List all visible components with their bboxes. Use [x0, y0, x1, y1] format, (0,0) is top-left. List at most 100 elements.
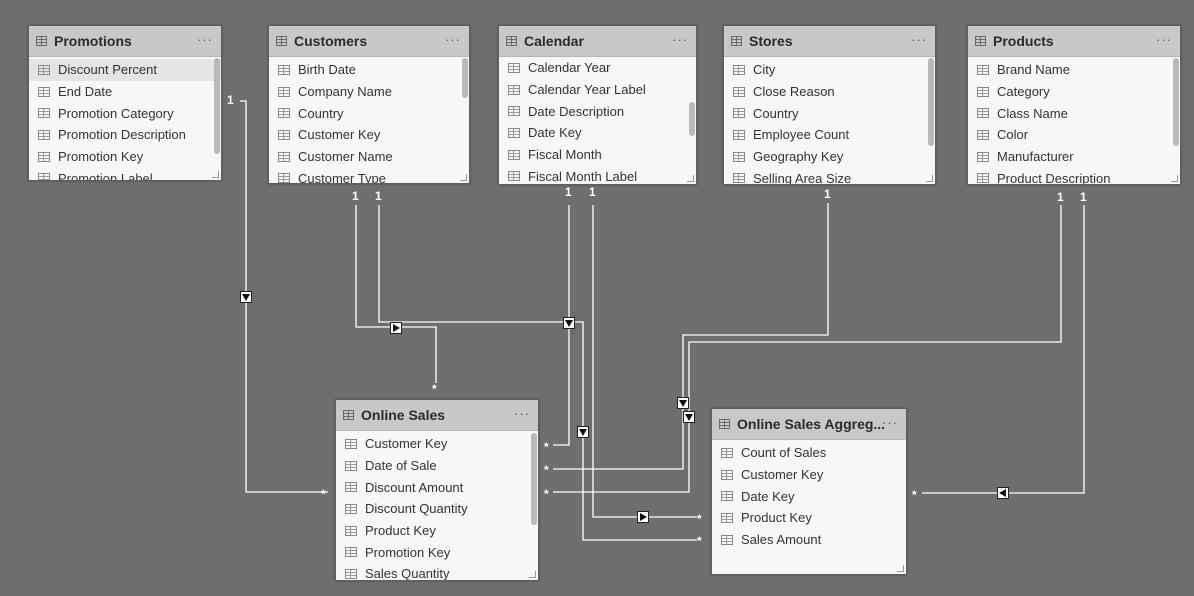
resize-handle[interactable]: [529, 571, 536, 578]
more-options-button[interactable]: ···: [672, 32, 688, 47]
column-label: Promotion Category: [58, 105, 174, 121]
column-label: Customer Type: [298, 170, 386, 184]
more-options-button[interactable]: ···: [445, 32, 461, 47]
more-options-button[interactable]: ···: [911, 32, 927, 47]
table-promotions[interactable]: Promotions ··· Discount Percent End Date…: [28, 25, 222, 181]
scrollbar[interactable]: [531, 433, 537, 525]
column-list[interactable]: Calendar Year Calendar Year Label Date D…: [499, 57, 696, 184]
column-item[interactable]: Count of Sales: [712, 442, 906, 464]
column-item[interactable]: Discount Percent: [29, 59, 221, 81]
table-online-sales[interactable]: Online Sales ··· Customer Key Date of Sa…: [335, 399, 539, 581]
more-options-button[interactable]: ···: [197, 32, 213, 47]
cardinality-one-label: 1: [352, 189, 359, 203]
table-stores[interactable]: Stores ··· City Close Reason Country Emp…: [723, 25, 936, 185]
arrow-right-icon[interactable]: [637, 511, 649, 523]
column-item[interactable]: Sales Quantity: [336, 563, 538, 580]
column-item[interactable]: Date Key: [499, 122, 696, 144]
column-item[interactable]: End Date: [29, 81, 221, 103]
column-item[interactable]: Company Name: [269, 81, 469, 103]
arrow-down-icon[interactable]: [577, 426, 589, 438]
column-item[interactable]: Promotion Key: [29, 146, 221, 168]
column-item[interactable]: Manufacturer: [968, 146, 1180, 168]
column-item[interactable]: Date Description: [499, 100, 696, 122]
column-item[interactable]: Employee Count: [724, 124, 935, 146]
column-label: Promotion Key: [365, 544, 451, 560]
arrow-down-icon[interactable]: [683, 411, 695, 423]
column-item[interactable]: Product Description: [968, 167, 1180, 184]
column-item[interactable]: Selling Area Size: [724, 167, 935, 184]
column-item[interactable]: Calendar Year Label: [499, 79, 696, 101]
column-item[interactable]: Date of Sale: [336, 455, 538, 477]
table-header[interactable]: Promotions ···: [29, 26, 221, 57]
table-header[interactable]: Online Sales Aggreg... ···: [712, 409, 906, 440]
column-item[interactable]: Brand Name: [968, 59, 1180, 81]
table-customers[interactable]: Customers ··· Birth Date Company Name Co…: [268, 25, 470, 184]
column-label: Customer Name: [298, 149, 393, 165]
column-list[interactable]: Customer Key Date of Sale Discount Amoun…: [336, 431, 538, 580]
table-products[interactable]: Products ··· Brand Name Category Class N…: [967, 25, 1181, 185]
arrow-down-icon[interactable]: [563, 317, 575, 329]
cardinality-many-label: *: [697, 534, 702, 548]
column-item[interactable]: Discount Quantity: [336, 498, 538, 520]
table-calendar[interactable]: Calendar ··· Calendar Year Calendar Year…: [498, 25, 697, 185]
column-item[interactable]: Category: [968, 81, 1180, 103]
scrollbar[interactable]: [689, 102, 695, 136]
more-options-button[interactable]: ···: [514, 406, 530, 421]
column-item[interactable]: Calendar Year: [499, 57, 696, 79]
table-header[interactable]: Customers ···: [269, 26, 469, 57]
scrollbar[interactable]: [928, 58, 934, 146]
table-header[interactable]: Calendar ···: [499, 26, 696, 57]
column-item[interactable]: Date Key: [712, 485, 906, 507]
column-item[interactable]: Close Reason: [724, 81, 935, 103]
column-list[interactable]: City Close Reason Country Employee Count…: [724, 57, 935, 184]
column-label: Date Key: [528, 125, 582, 141]
resize-handle[interactable]: [212, 171, 219, 178]
column-item[interactable]: Class Name: [968, 102, 1180, 124]
column-label: Company Name: [298, 84, 392, 100]
scrollbar[interactable]: [1173, 58, 1179, 146]
table-header[interactable]: Stores ···: [724, 26, 935, 57]
resize-handle[interactable]: [1171, 175, 1178, 182]
column-item[interactable]: Fiscal Month: [499, 144, 696, 166]
resize-handle[interactable]: [687, 175, 694, 182]
scrollbar[interactable]: [214, 58, 220, 154]
column-item[interactable]: Discount Amount: [336, 476, 538, 498]
column-item[interactable]: Geography Key: [724, 146, 935, 168]
column-item[interactable]: Customer Name: [269, 146, 469, 168]
column-item[interactable]: Promotion Label: [29, 167, 221, 180]
more-options-button[interactable]: ···: [1156, 32, 1172, 47]
table-online-sales-aggregate[interactable]: Online Sales Aggreg... ··· Count of Sale…: [711, 408, 907, 575]
column-item[interactable]: Customer Key: [712, 464, 906, 486]
column-item[interactable]: Fiscal Month Label: [499, 165, 696, 184]
column-item[interactable]: City: [724, 59, 935, 81]
column-item[interactable]: Customer Key: [269, 124, 469, 146]
column-item[interactable]: Country: [269, 102, 469, 124]
resize-handle[interactable]: [897, 565, 904, 572]
column-item[interactable]: Product Key: [712, 507, 906, 529]
more-options-button[interactable]: ···: [882, 415, 898, 430]
scrollbar[interactable]: [462, 58, 468, 98]
column-item[interactable]: Sales Amount: [712, 529, 906, 551]
arrow-down-icon[interactable]: [677, 397, 689, 409]
column-list[interactable]: Birth Date Company Name Country Customer…: [269, 57, 469, 184]
column-item[interactable]: Customer Key: [336, 433, 538, 455]
column-list[interactable]: Brand Name Category Class Name Color Man…: [968, 57, 1180, 184]
column-icon: [38, 64, 50, 75]
table-header[interactable]: Online Sales ···: [336, 400, 538, 431]
arrow-down-icon[interactable]: [240, 291, 252, 303]
column-item[interactable]: Birth Date: [269, 59, 469, 81]
resize-handle[interactable]: [460, 174, 467, 181]
arrow-left-icon[interactable]: [997, 487, 1009, 499]
column-item[interactable]: Promotion Category: [29, 102, 221, 124]
column-item[interactable]: Product Key: [336, 520, 538, 542]
resize-handle[interactable]: [926, 175, 933, 182]
column-item[interactable]: Promotion Key: [336, 541, 538, 563]
column-list[interactable]: Discount Percent End Date Promotion Cate…: [29, 57, 221, 180]
arrow-right-icon[interactable]: [390, 322, 402, 334]
column-item[interactable]: Customer Type: [269, 167, 469, 184]
column-item[interactable]: Country: [724, 102, 935, 124]
table-header[interactable]: Products ···: [968, 26, 1180, 57]
column-list[interactable]: Count of Sales Customer Key Date Key Pro…: [712, 440, 906, 550]
column-item[interactable]: Promotion Description: [29, 124, 221, 146]
column-item[interactable]: Color: [968, 124, 1180, 146]
